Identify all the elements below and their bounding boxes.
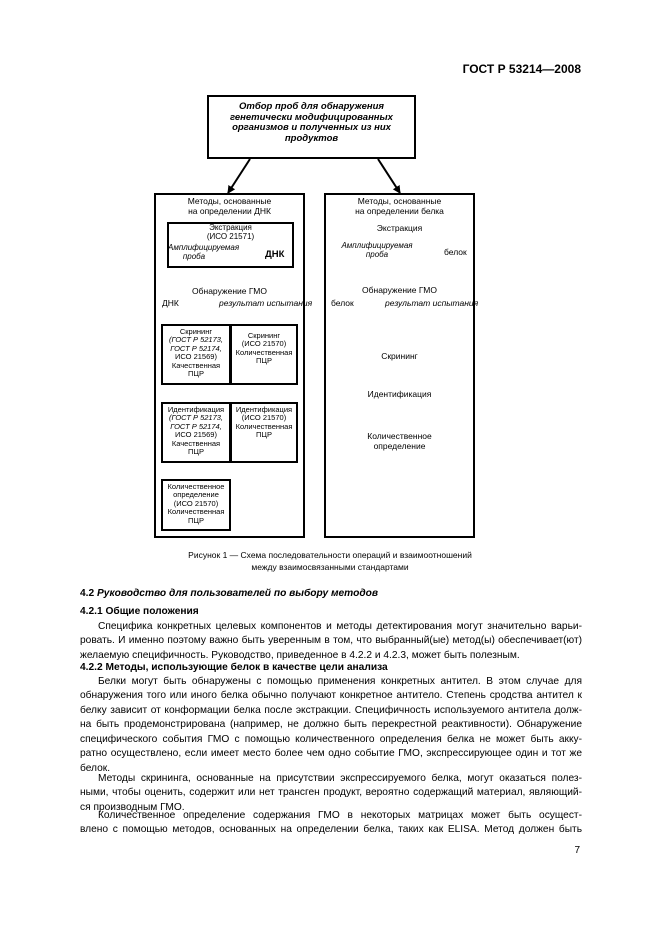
sampling-line: продуктов (284, 132, 339, 144)
arrow-to-dna-column (227, 158, 251, 194)
text-line: белок. (80, 762, 111, 774)
protein-label: белок (444, 247, 467, 257)
box-line: Идентификация (167, 405, 225, 414)
text-line: Специфика конкретных целевых компонентов… (98, 621, 582, 632)
box-line: Количественная (235, 421, 293, 431)
sampling-line: Отбор проб для обнаружения (239, 101, 384, 112)
box-line: Качественная (171, 360, 221, 370)
box-line: (ИСО 21570) (241, 413, 287, 423)
section-4-2-2-heading: 4.2.2 Методы, использующие белок в качес… (80, 662, 388, 673)
dna-short-label: ДНК (162, 298, 179, 308)
caption-line: между взаимосвязанными стандартами (251, 562, 409, 573)
section-number: 4.2 (80, 588, 95, 599)
text-line: на быть продемонстрирована (например, не… (80, 719, 582, 731)
protein-gmo-detection: Обнаружение ГМО (362, 285, 437, 295)
protein-methods-column (324, 193, 475, 538)
protein-test-result: результат испытания (385, 298, 479, 308)
protein-extraction: Экстракция (376, 223, 423, 233)
dna-amplifiable-sample: Амплифицируемая проба (168, 243, 240, 262)
dna-extraction-box (167, 222, 294, 268)
arrow-to-protein-column (377, 158, 401, 194)
dna-title-line: Методы, основанные (187, 196, 272, 206)
text-line: обнаружения того или иного белка обычно … (80, 690, 582, 702)
text-line: влено с помощью методов, основанных на о… (80, 824, 582, 836)
dna-label: ДНК (265, 249, 285, 260)
text-line: ратно осуществлено, если имеет место бол… (80, 748, 582, 760)
section-4-2-1-text: Специфика конкретных целевых компонентов… (80, 620, 582, 663)
box-line: Качественная (171, 438, 221, 448)
sampling-line: генетически модифицированных (230, 111, 393, 123)
box-line: ИСО 21569) (175, 430, 217, 440)
caption-line: Рисунок 1 — Схема последовательности опе… (188, 550, 472, 560)
dna-extraction-label: Экстракция (ИСО 21571) (168, 223, 293, 242)
protein-amplifiable-sample: Амплифицируемая проба (340, 241, 414, 260)
sampling-line: организмов и полученных из них (232, 122, 391, 134)
section-4-2-heading: 4.2 Руководство для пользователей по выб… (80, 588, 378, 599)
protein-quantification: Количественное определение (326, 431, 473, 451)
box-line: Скрининг (179, 327, 213, 336)
text-line: белку зависит от конформации белка после… (80, 704, 582, 716)
dna-test-result: результат испытания (219, 298, 313, 308)
dna-gmo-detection: Обнаружение ГМО (192, 286, 267, 296)
section-4-2-2-paragraph-1: Белки могут быть обнаружены с помощью пр… (80, 675, 582, 776)
protein-title-line: Методы, основанные (357, 196, 442, 206)
text-line: желаемую специфичность. Руководство, при… (80, 649, 520, 661)
dna-identification-qualitative-box: Идентификация (ГОСТ Р 52173, ГОСТ Р 5217… (161, 402, 231, 463)
text-line: Белки могут быть обнаружены с помощью пр… (98, 676, 582, 687)
box-line: Количественная (235, 347, 293, 357)
box-line: ГОСТ Р 52174, (170, 343, 222, 353)
dna-title-line: на определении ДНК (188, 205, 271, 216)
box-line: (ГОСТ Р 52173, (168, 413, 224, 423)
box-line: Количественная (167, 507, 225, 517)
box-line: ИСО 21569) (175, 352, 217, 362)
sampling-box: Отбор проб для обнаружения генетически м… (207, 95, 416, 159)
extraction-line: Экстракция (209, 223, 252, 232)
dna-identification-quantitative-box: Идентификация (ИСО 21570) Количественная… (230, 402, 298, 463)
box-line: (ГОСТ Р 52173, (168, 335, 224, 345)
quant-line: определение (373, 440, 426, 451)
amplifiable-line: проба (182, 251, 206, 261)
page-number: 7 (574, 845, 580, 856)
section-4-2-1-heading: 4.2.1 Общие положения (80, 606, 199, 617)
protein-title-line: на определении белка (355, 205, 444, 216)
section-4-2-2-paragraph-2: Методы скрининга, основанные на присутст… (80, 772, 582, 815)
dna-screening-quantitative-box: Скрининг (ИСО 21570) Количественная ПЦР (230, 324, 298, 385)
protein-screening: Скрининг (381, 351, 418, 361)
text-line: специфического события ГМО с помощью кол… (80, 733, 582, 745)
dna-screening-qualitative-box: Скрининг (ГОСТ Р 52173, ГОСТ Р 52174, ИС… (161, 324, 231, 385)
protein-column-title: Методы, основанные на определении белка (326, 196, 473, 216)
protein-short-label: белок (331, 298, 354, 308)
box-line: Количественное (167, 482, 225, 491)
amplifiable-line: Амплифицируемая (341, 241, 413, 250)
box-line: Скрининг (247, 331, 281, 340)
box-line: Идентификация (235, 405, 293, 414)
document-id: ГОСТ Р 53214—2008 (462, 62, 581, 76)
text-line: ровать. И именно поэтому важно быть увер… (80, 635, 582, 647)
amplifiable-line: Амплифицируемая (168, 243, 240, 252)
protein-identification: Идентификация (367, 389, 432, 399)
box-line: (ИСО 21570) (241, 339, 287, 349)
text-line: Количественное определение содержания ГМ… (98, 810, 582, 821)
box-line: (ИСО 21570) (173, 498, 219, 508)
dna-column-title: Методы, основанные на определении ДНК (156, 196, 303, 216)
quant-line: Количественное (367, 431, 432, 441)
amplifiable-line: проба (365, 249, 389, 259)
box-line: определение (173, 490, 219, 500)
text-line: Методы скрининга, основанные на присутст… (98, 773, 582, 784)
box-line: ПЦР (256, 430, 272, 440)
text-line: ся производным ГМО. (80, 801, 185, 813)
box-line: ГОСТ Р 52174, (170, 421, 222, 431)
box-line: ПЦР (188, 368, 204, 378)
section-title: Руководство для пользователей по выбору … (97, 588, 379, 599)
box-line: ПЦР (188, 446, 204, 456)
section-4-2-2-paragraph-3: Количественное определение содержания ГМ… (80, 809, 582, 838)
figure-caption: Рисунок 1 — Схема последовательности опе… (80, 549, 580, 574)
dna-quantification-box: Количественное определение (ИСО 21570) К… (161, 479, 231, 531)
box-line: ПЦР (256, 356, 272, 366)
box-line: ПЦР (188, 515, 204, 525)
extraction-line: (ИСО 21571) (206, 231, 255, 241)
text-line: ными, чтобы оценить, содержит или нет тр… (80, 787, 582, 799)
